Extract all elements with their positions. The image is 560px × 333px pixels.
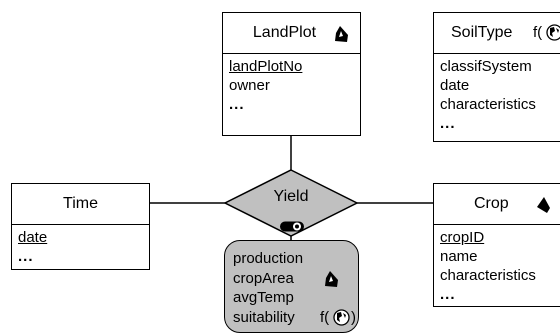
attr-more: ... [229, 96, 245, 113]
entity-title: Time [63, 195, 98, 212]
entity-time[interactable]: Time date ... [11, 183, 150, 270]
entity-header: Time [12, 184, 149, 225]
globe-icon [333, 308, 350, 326]
polygon-icon [325, 270, 338, 287]
yield-label: Yield [273, 188, 309, 205]
attr-more: ... [440, 115, 456, 132]
entity-title: LandPlot [252, 24, 317, 41]
relationship-attributes[interactable]: production cropArea avgTemp suitability … [224, 240, 359, 333]
attr-characteristics: characteristics [440, 267, 536, 284]
attr-classif-system: classifSystem [440, 58, 532, 75]
attr-suitability: suitability [233, 308, 295, 326]
attr-date: date [440, 77, 470, 94]
toggle-icon [280, 221, 304, 232]
attr-key: date [18, 229, 48, 246]
attr-crop-area: cropArea [233, 269, 294, 287]
attr-characteristics: characteristics [440, 96, 536, 113]
entity-header: SoilType f( [434, 13, 560, 54]
func-prefix: f( [533, 24, 543, 41]
attr-owner: owner [229, 77, 270, 94]
attr-production: production [233, 250, 304, 267]
entity-landplot[interactable]: LandPlot landPlotNo owner ... [222, 12, 361, 136]
entity-title: SoilType [451, 24, 513, 41]
entity-header: LandPlot [223, 13, 360, 54]
polygon-icon [335, 26, 348, 42]
attr-crop-area-row: cropArea [233, 269, 358, 289]
attr-name: name [440, 248, 478, 265]
entity-soiltype[interactable]: SoilType f( classifSystem date character… [433, 12, 560, 142]
entity-crop[interactable]: Crop cropID name characteristics ... [433, 183, 560, 307]
attr-key: cropID [440, 229, 485, 246]
yield-diamond[interactable] [223, 169, 359, 237]
globe-icon [546, 24, 560, 41]
entity-title: Crop [474, 195, 509, 212]
attr-suitability-row: suitability f( ) [233, 308, 358, 328]
attr-more: ... [18, 248, 34, 265]
attr-more: ... [440, 286, 456, 303]
func-close: ) [351, 308, 356, 326]
entity-header: Crop [434, 184, 560, 225]
polygon-icon [537, 197, 550, 213]
func-prefix: f( [320, 308, 330, 326]
attr-avg-temp: avgTemp [233, 289, 294, 306]
attr-key: landPlotNo [229, 58, 303, 75]
